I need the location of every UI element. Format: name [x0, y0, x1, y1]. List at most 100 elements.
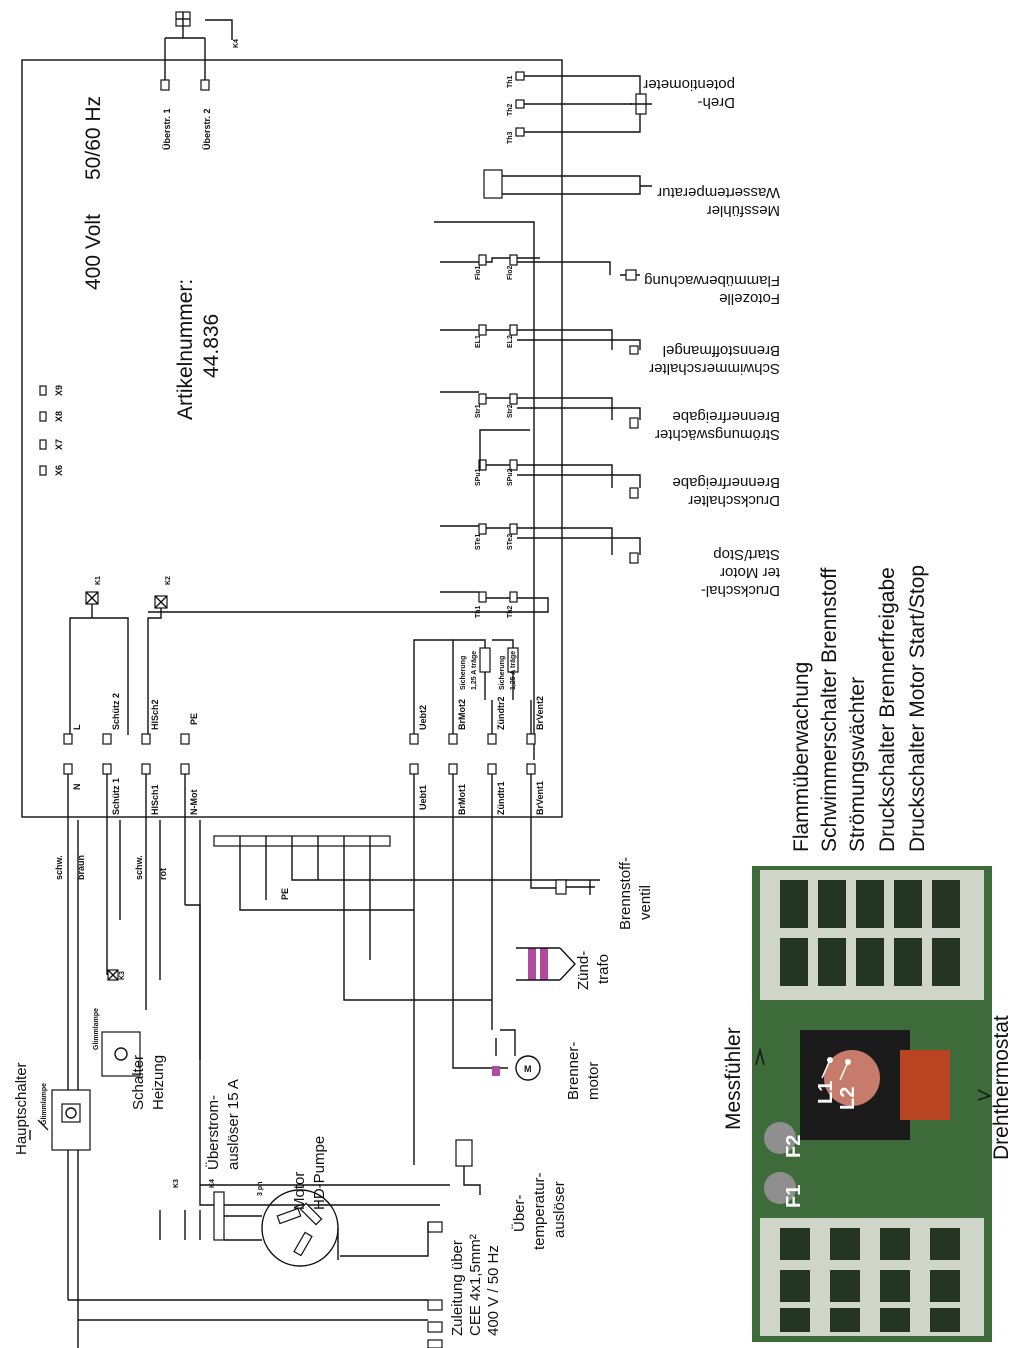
- svg-text:ventil: ventil: [637, 885, 654, 920]
- svg-text:EL2: EL2: [507, 335, 514, 348]
- svg-text:N: N: [72, 784, 82, 791]
- svg-text:Str2: Str2: [507, 404, 514, 418]
- svg-text:K3: K3: [119, 971, 126, 980]
- svg-text:Glimmlampe: Glimmlampe: [93, 1008, 100, 1050]
- svg-text:Zündtr1: Zündtr1: [496, 782, 506, 816]
- right-sensor-wiring: Th1 Th2 Th3 Flo1 Flo2 EL1 EL2 Str1 Str2 …: [148, 71, 652, 760]
- svg-text:SPu1: SPu1: [475, 468, 482, 486]
- svg-text:Sicherung: Sicherung: [499, 656, 506, 690]
- svg-text:Schütz 1: Schütz 1: [111, 778, 121, 815]
- svg-text:Schwimmerschalter Brennstoff: Schwimmerschalter Brennstoff: [818, 567, 841, 852]
- svg-text:HD-Pumpe: HD-Pumpe: [311, 1136, 328, 1210]
- svg-text:K4: K4: [209, 1179, 216, 1188]
- relays: K1 K2: [69, 576, 172, 735]
- photo-f1: F1: [783, 1185, 805, 1208]
- svg-text:BrMot1: BrMot1: [457, 784, 467, 815]
- svg-text:Fotozelle: Fotozelle: [719, 290, 780, 307]
- svg-text:Th2: Th2: [507, 605, 514, 618]
- svg-text:Überstrom-: Überstrom-: [204, 1095, 222, 1170]
- svg-text:K3: K3: [173, 1179, 180, 1188]
- svg-text:trafo: trafo: [595, 954, 612, 984]
- uebertemperaturausloeser: Über- temperatur- auslöser: [455, 1139, 568, 1250]
- svg-text:braun: braun: [76, 855, 86, 880]
- right-component-labels: Dreh- potentiometer Messfühler Wassertem…: [643, 76, 780, 599]
- schalter-heizung: Schalter Heizung Glimmlampe K3: [93, 969, 167, 1110]
- svg-text:Zuleitung über: Zuleitung über: [449, 1240, 466, 1336]
- svg-text:Glimmlampe: Glimmlampe: [41, 1083, 48, 1125]
- svg-text:Messfühler: Messfühler: [707, 202, 780, 219]
- svg-text:Druckschalter: Druckschalter: [688, 492, 780, 509]
- svg-text:Über-: Über-: [510, 1194, 528, 1232]
- svg-text:auslöser 15 A: auslöser 15 A: [225, 1079, 242, 1170]
- svg-text:Uebt2: Uebt2: [418, 705, 428, 730]
- svg-text:schw.: schw.: [54, 855, 64, 880]
- svg-text:Flo1: Flo1: [475, 266, 482, 280]
- svg-text:HlSch1: HlSch1: [150, 784, 160, 815]
- svg-text:auslöser: auslöser: [551, 1181, 568, 1238]
- svg-text:X9: X9: [54, 385, 64, 396]
- top-overcurrent-connector: K4 Überstr. 1 Überstr. 2: [160, 11, 240, 150]
- zuendtrafo: Zünd- trafo: [516, 947, 612, 990]
- svg-text:Str1: Str1: [475, 404, 482, 418]
- svg-text:400 V / 50 Hz: 400 V / 50 Hz: [485, 1245, 502, 1336]
- svg-text:Überstr. 1: Überstr. 1: [162, 108, 172, 150]
- svg-text:Schwimmerschalter: Schwimmerschalter: [649, 360, 780, 377]
- svg-text:Sicherung: Sicherung: [460, 656, 467, 690]
- svg-text:PE: PE: [280, 888, 290, 900]
- svg-text:Druckschalter Brennerfreigabe: Druckschalter Brennerfreigabe: [876, 567, 899, 852]
- svg-text:Brenner-: Brenner-: [565, 1042, 582, 1100]
- svg-text:Brennstoffmangel: Brennstoffmangel: [663, 342, 780, 359]
- terminal-rows: N L Schütz 1 Schütz 2 HlSch1 HlSch2 N-Mo…: [63, 639, 545, 816]
- svg-text:motor: motor: [585, 1062, 602, 1100]
- svg-text:3 ph: 3 ph: [257, 1182, 264, 1196]
- control-board-outline: [21, 59, 563, 818]
- svg-text:Uebt1: Uebt1: [418, 785, 428, 810]
- svg-text:BrVent2: BrVent2: [535, 696, 545, 730]
- svg-text:Schütz 2: Schütz 2: [111, 693, 121, 730]
- svg-text:SPu2: SPu2: [507, 468, 514, 486]
- svg-text:potentiometer: potentiometer: [643, 76, 735, 93]
- svg-text:STe2: STe2: [507, 534, 514, 550]
- photo-f2: F2: [783, 1135, 805, 1158]
- svg-text:Schalter: Schalter: [130, 1055, 147, 1110]
- messfuehler-label: Messfühler: [722, 1027, 745, 1130]
- svg-text:M: M: [524, 1064, 532, 1074]
- svg-text:PE: PE: [189, 713, 199, 725]
- svg-text:rot: rot: [158, 868, 168, 880]
- svg-text:K4: K4: [233, 39, 240, 48]
- svg-text:STe1: STe1: [475, 534, 482, 550]
- svg-text:Überstr. 2: Überstr. 2: [202, 108, 212, 150]
- svg-text:schw.: schw.: [134, 855, 144, 880]
- svg-text:Brennerfreigabe: Brennerfreigabe: [672, 408, 780, 425]
- svg-text:X6: X6: [54, 465, 64, 476]
- zuleitung: Zuleitung über CEE 4x1,5mm² 400 V / 50 H…: [68, 1221, 502, 1348]
- svg-text:1,25 A träge: 1,25 A träge: [471, 651, 478, 690]
- svg-text:Druckschal-: Druckschal-: [701, 582, 780, 599]
- photo-legend: Flammüberwachung Schwimmerschalter Brenn…: [790, 565, 929, 852]
- svg-text:Th1: Th1: [507, 75, 514, 88]
- article-label: Artikelnummer:: [174, 279, 197, 420]
- svg-text:Th2: Th2: [507, 103, 514, 116]
- svg-text:K2: K2: [165, 576, 172, 585]
- svg-text:Zündtr2: Zündtr2: [496, 697, 506, 731]
- svg-text:X8: X8: [54, 411, 64, 422]
- x-terminals: X9 X8 X7 X6: [39, 385, 64, 476]
- voltage-label: 400 Volt: [82, 214, 105, 290]
- svg-text:BrVent1: BrVent1: [535, 781, 545, 815]
- svg-text:Flo2: Flo2: [507, 266, 514, 280]
- svg-text:Brennstoff-: Brennstoff-: [617, 857, 634, 930]
- svg-text:Druckschalter Motor Start/Stop: Druckschalter Motor Start/Stop: [906, 565, 929, 852]
- drehthermostat-label: Drehthermostat: [990, 1015, 1012, 1160]
- svg-text:temperatur-: temperatur-: [531, 1172, 548, 1250]
- svg-text:HlSch2: HlSch2: [150, 699, 160, 730]
- svg-text:Strömungswächter: Strömungswächter: [655, 426, 780, 443]
- svg-text:X7: X7: [54, 439, 64, 450]
- photo-l2: L2: [837, 1087, 859, 1110]
- svg-text:Heizung: Heizung: [150, 1055, 167, 1110]
- svg-text:Motor: Motor: [291, 1172, 308, 1210]
- svg-text:N-Mot: N-Mot: [189, 790, 199, 816]
- svg-text:Hauptschalter: Hauptschalter: [13, 1062, 30, 1155]
- svg-text:Dreh-: Dreh-: [697, 94, 735, 111]
- motor-hd-pumpe: 3 ph Motor HD-Pumpe: [224, 1136, 339, 1267]
